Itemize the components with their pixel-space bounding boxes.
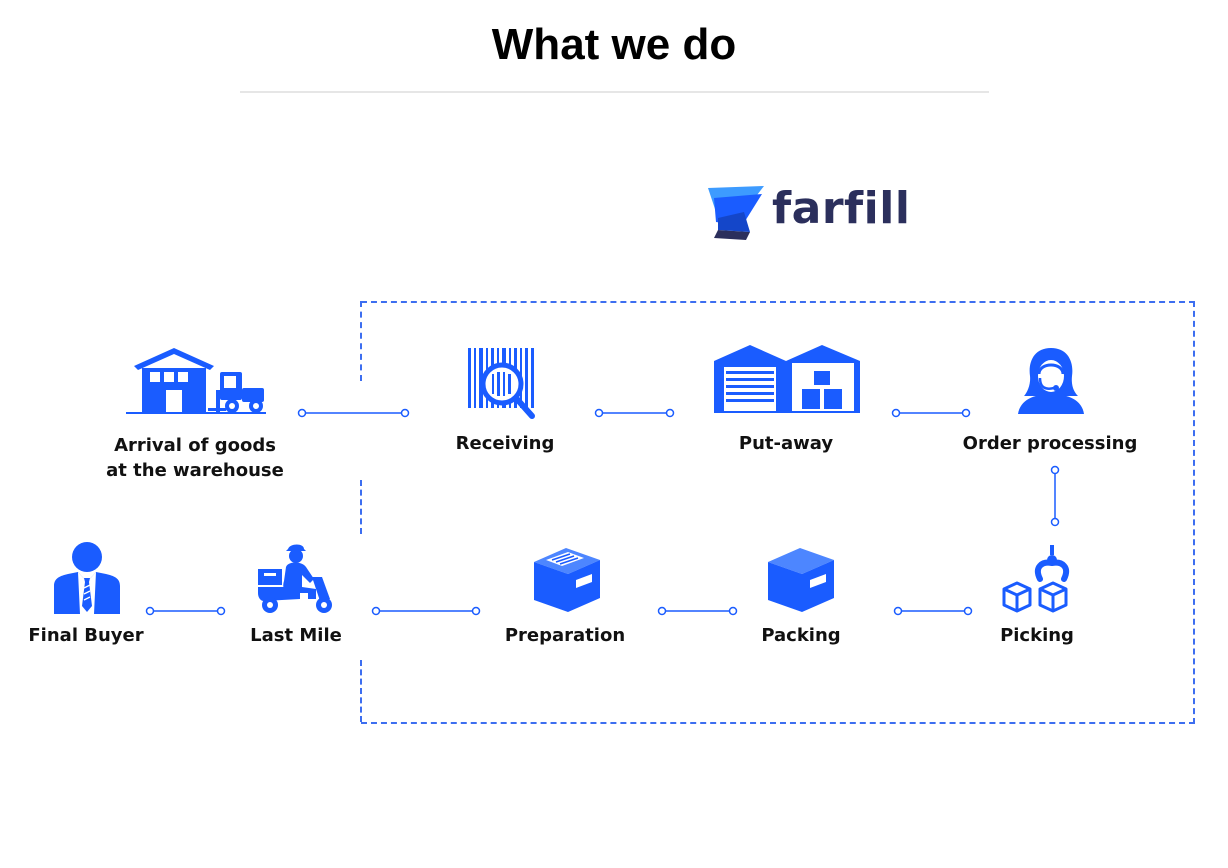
closed-box-icon bbox=[768, 548, 834, 612]
step-label-arrival: Arrival of goods at the warehouse bbox=[106, 435, 284, 481]
step-label-putaway: Put-away bbox=[738, 433, 834, 454]
step-label-receiving: Receiving bbox=[455, 433, 555, 454]
title-divider bbox=[240, 91, 989, 93]
farfill-scope-boundary-left-lower bbox=[360, 660, 362, 722]
step-label-packing: Packing bbox=[761, 625, 841, 646]
farfill-scope-boundary-left-middle bbox=[360, 480, 362, 534]
farfill-scope-boundary-left-upper bbox=[360, 301, 362, 381]
step-label-preparation: Preparation bbox=[504, 625, 626, 646]
businessman-icon bbox=[54, 542, 120, 614]
barcode-magnifier-icon bbox=[468, 348, 535, 419]
farfill-scope-boundary bbox=[361, 301, 1195, 724]
delivery-scooter-icon bbox=[258, 544, 332, 613]
robotic-claw-boxes-icon bbox=[1002, 545, 1070, 613]
farfill-logo-icon bbox=[708, 186, 764, 240]
operator-headset-icon bbox=[1018, 348, 1084, 414]
labeled-box-icon bbox=[534, 548, 600, 612]
warehouse-forklift-icon bbox=[126, 348, 266, 414]
step-label-picking: Picking bbox=[1000, 625, 1074, 646]
page-title: What we do bbox=[491, 20, 737, 69]
logo-text: farfill bbox=[772, 183, 911, 234]
step-label-order-processing: Order processing bbox=[962, 433, 1138, 454]
storage-building-icon bbox=[714, 345, 860, 413]
step-label-last-mile: Last Mile bbox=[250, 625, 342, 646]
step-label-final-buyer: Final Buyer bbox=[28, 625, 144, 646]
